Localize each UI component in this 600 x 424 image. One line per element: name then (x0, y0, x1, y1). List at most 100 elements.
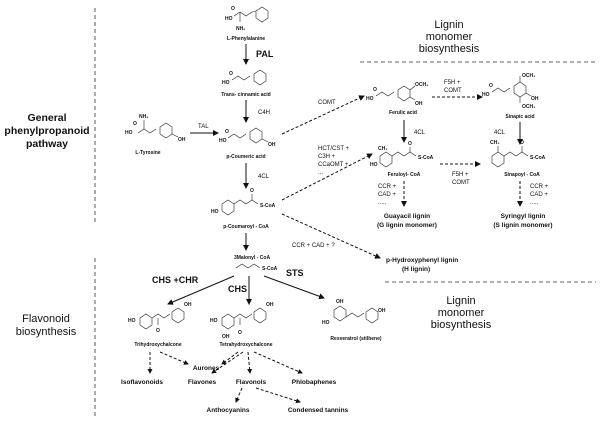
product-guaiacyl-2: (G lignin monomer) (377, 222, 437, 229)
enzyme-4cl-main: 4CL (258, 174, 270, 180)
enzyme-ccr-h: CCR + CAD + ? (292, 243, 335, 249)
sin-ho: HO (482, 92, 490, 98)
product-isoflavonoids: Isoflavonoids (121, 379, 163, 386)
label-resveratrol: Resveratrol (stilbene) (330, 336, 381, 342)
arrow-flavonols-anthocyanins (235, 387, 243, 403)
malonyl-structure: S-CoA (235, 263, 278, 272)
enzyme-ccr-g-1: CCR + (378, 184, 397, 190)
res-oh-top: OH (336, 299, 344, 305)
label-tyrosine: L-Tyrosine (135, 150, 160, 156)
product-syringyl-1: Syringyl lignin (501, 213, 546, 220)
tyr-o: O (133, 121, 137, 127)
cou-oh: OH (268, 142, 276, 148)
enzyme-comt: COMT (318, 100, 336, 106)
sin-och3-b: OCH₃ (522, 104, 536, 110)
enzyme-ccr-s-1: CCR + (530, 184, 549, 190)
label-sinapoyl: Sinapoyl - CoA (504, 172, 540, 178)
tet-ho: HO (210, 318, 218, 324)
label-malonyl: 3Malonyl - CoA (234, 255, 271, 261)
cinnamic-structure: O HO (222, 69, 267, 86)
section-lignin-bottom-line1: Lignin (446, 295, 475, 307)
tyr-nh2: NH₂ (139, 114, 148, 120)
arrow-tet-phlobaphenes (253, 351, 303, 374)
cin-oh: HO (222, 80, 230, 86)
enzyme-f5h-mid-1: F5H + (452, 172, 469, 178)
product-anthocyanins: Anthocyanins (207, 407, 250, 414)
enzyme-chs-chr: CHS +CHR (152, 275, 199, 285)
enzyme-ccr-g-3: ..... (378, 200, 387, 206)
label-coumaroyl: p-Coumaroyl - CoA (223, 224, 269, 230)
fer-ho: HO (366, 96, 374, 102)
sin-och3-a: OCH₃ (522, 73, 536, 79)
tyrosine-structure: O HO NH₂ OH (125, 114, 186, 143)
enzyme-hct-3: CCaOMT + (318, 162, 349, 168)
feruloyl-structure: CH₃ HO O S-CoA (370, 141, 434, 168)
section-general-line2: phenylpropanoid (4, 125, 89, 137)
arrow-flavonols-tannins (255, 387, 301, 404)
phe-nh2: NH₂ (236, 26, 245, 32)
tyr-ho: HO (125, 130, 133, 136)
enzyme-sts: STS (286, 268, 304, 278)
frl-scoa: S-CoA (418, 155, 434, 161)
enzyme-f5h-top-2: COMT (444, 88, 462, 94)
product-flavonols: Flavonols (236, 379, 267, 386)
tyr-oh: OH (178, 137, 186, 143)
sinapoyl-structure: CH₃ O S-CoA (490, 140, 546, 168)
snp-scoa: S-CoA (530, 155, 546, 161)
product-hydroxyphenyl-1: p-Hydroxyphenyl lignin (386, 257, 458, 264)
section-lignin-bottom-line2: monomer (438, 307, 485, 319)
sin-o: O (489, 83, 493, 89)
product-hydroxyphenyl-2: (H lignin) (402, 266, 430, 273)
arrow-comt (281, 95, 365, 135)
product-phlobaphenes: Phlobaphenes (292, 379, 337, 386)
fer-och3: OCH₃ (415, 82, 429, 88)
fer-o: O (373, 87, 377, 93)
arrow-ccr-h (281, 213, 381, 259)
frl-ho: HO (370, 162, 378, 168)
cmy-o: O (250, 188, 254, 194)
cou-o: O (225, 129, 229, 135)
enzyme-tal: TAL (198, 124, 209, 130)
snp-ch3: CH₃ (490, 140, 500, 146)
arrow-coumaroyl-feruloyl (281, 153, 373, 201)
arrow-chs-chr (167, 275, 235, 305)
enzyme-hct-1: HCT/CST + (318, 146, 350, 152)
enzyme-4cl-sinapic: 4CL (494, 130, 506, 136)
label-tetrahydroxy: Tetrahydroxychalcone (220, 342, 273, 348)
arrow-tet-flavones (211, 351, 244, 374)
tet-o: O (238, 330, 242, 336)
phe-oh: HO (225, 16, 233, 22)
section-lignin-top-line1: Lignin (434, 19, 463, 31)
label-coumaric: p-Coumeric acid (226, 154, 265, 160)
label-feruloyl: Feruloyl- CoA (388, 172, 421, 178)
tetrahydroxychalcone-structure: HO OH OH O (210, 302, 274, 340)
enzyme-hct-2: C3H + (318, 154, 336, 160)
res-ho: HO (322, 320, 330, 326)
section-lignin-top-line3: biosynthesis (419, 43, 480, 55)
tri-o: O (156, 328, 160, 334)
enzyme-ccr-s-3: ..... (530, 200, 539, 206)
label-phenylalanine: L-Phenylalanine (227, 36, 266, 42)
section-flavonoid-line2: biosynthesis (16, 326, 77, 338)
enzyme-chs: CHS (228, 284, 247, 294)
product-tannins: Condensed tannins (288, 407, 349, 414)
tri-ho: HO (128, 318, 136, 324)
enzyme-pal: PAL (256, 49, 274, 59)
sinapic-structure: O HO OCH₃ OH OCH₃ (482, 73, 539, 110)
section-general-line1: General (27, 112, 66, 124)
snp-o: O (520, 140, 524, 146)
resveratrol-structure: OH HO OH (322, 299, 386, 326)
frl-o: O (408, 141, 412, 147)
frl-ch3: CH₃ (378, 146, 388, 152)
section-lignin-bottom-line3: biosynthesis (431, 319, 492, 331)
cmy-ho: HO (211, 209, 219, 215)
coumaric-structure: O HO OH (219, 127, 276, 148)
tet-oh-a: OH (266, 302, 274, 308)
cou-ho: HO (219, 138, 227, 144)
enzyme-f5h-top-1: F5H + (444, 80, 461, 86)
enzyme-ccr-g-2: CAD + (378, 192, 396, 198)
mal-scoa: S-CoA (262, 266, 278, 272)
coumaroyl-structure: HO O S-CoA (211, 188, 276, 216)
enzyme-f5h-mid-2: COMT (452, 180, 470, 186)
